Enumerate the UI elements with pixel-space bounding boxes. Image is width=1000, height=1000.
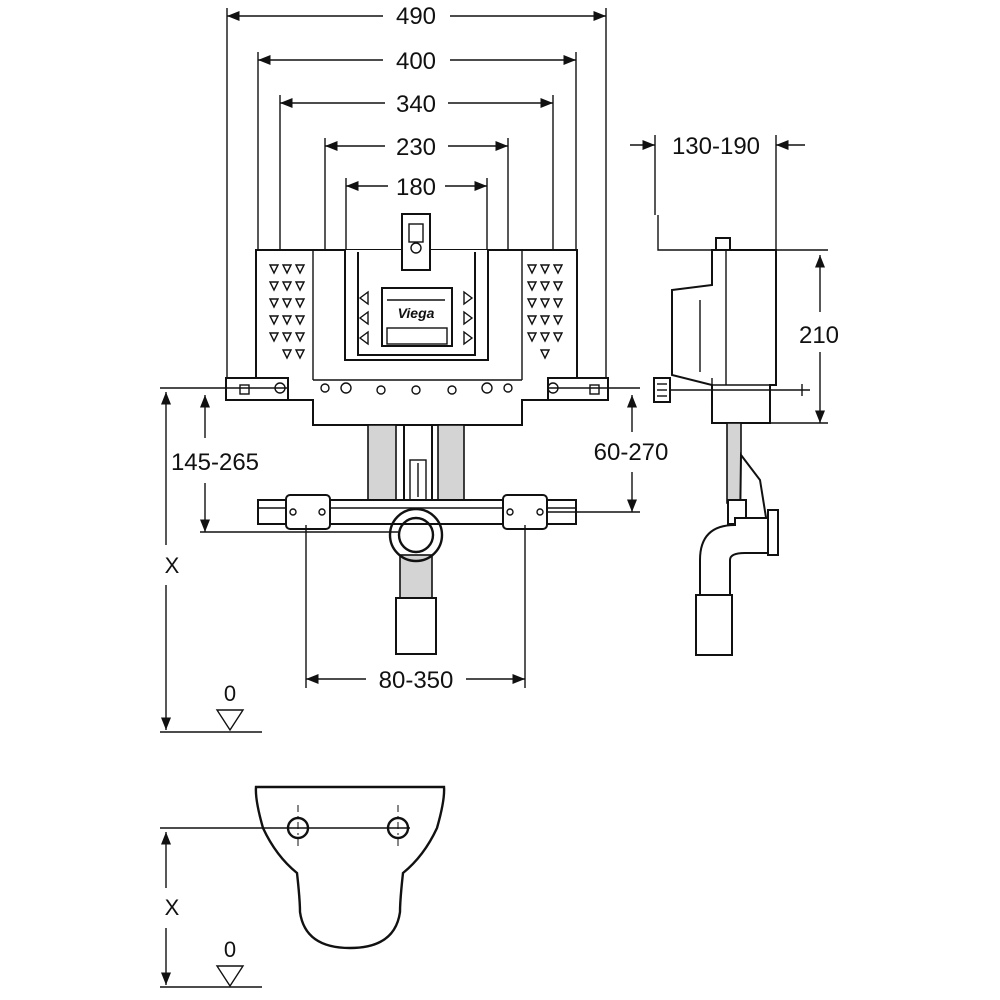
dimension-230-label: 230 [396,134,436,161]
side-view-pipe [695,422,779,656]
viega-logo: Viega [398,305,435,321]
dimension-490-label: 490 [396,3,436,30]
dimension-340-label: 340 [396,91,436,118]
inner-arrows [358,290,474,346]
dimension-x-plan: X 0 [160,827,410,988]
dimension-80-350-label: 80-350 [379,667,454,694]
zero-reference-icon [215,965,245,988]
front-view-drain [388,507,444,655]
dimension-x-front: X 0 [160,392,262,733]
left-panel-arrows [268,264,306,360]
dimension-400-label: 400 [396,48,436,75]
front-view-cistern: Viega [225,213,609,426]
dimension-80-350: 80-350 [305,525,526,694]
dimension-145-265-label: 145-265 [171,449,259,476]
dimension-490: 490 [226,3,607,385]
dimension-130-190-label: 130-190 [672,133,760,160]
right-panel-arrows [526,264,564,360]
front-view-crossbar [257,494,577,530]
mounting-holes [274,382,559,395]
dimension-60-270: 60-270 [547,387,669,513]
x-label-plan: X [165,895,180,920]
zero-reference-icon [215,709,245,732]
dimension-60-270-label: 60-270 [594,439,669,466]
zero-label-plan: 0 [224,937,236,962]
dimension-210: 210 [718,249,839,424]
x-label-front: X [165,553,180,578]
dimension-210-label: 210 [799,322,839,349]
dimension-145-265: 145-265 [160,387,398,533]
side-view-cistern [653,215,810,424]
front-view-legs [367,424,465,506]
wc-bowl-plan [254,785,446,950]
dimension-180-label: 180 [396,174,436,201]
zero-label-front: 0 [224,681,236,706]
dimension-130-190: 130-190 [630,133,805,250]
